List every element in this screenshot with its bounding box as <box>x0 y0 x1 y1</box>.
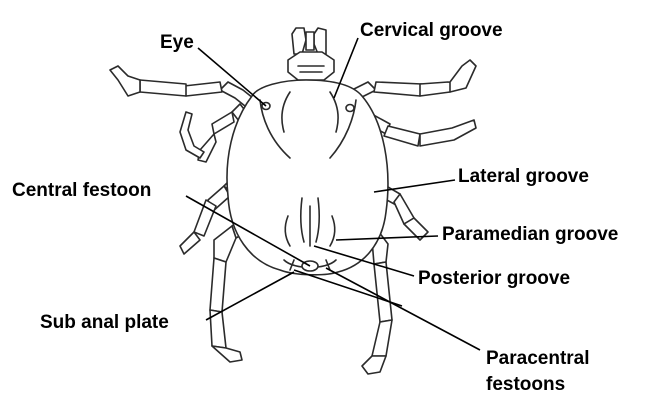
leg-1-left <box>109 65 259 111</box>
leader-posterior-groove <box>313 245 415 277</box>
label-paramedian-groove: Paramedian groove <box>442 224 618 245</box>
labels: Eye Cervical groove Central festoon Late… <box>12 20 618 395</box>
eye-right <box>345 103 355 113</box>
label-paracentral-line1: Paracentral <box>486 348 590 369</box>
leader-sub-anal-plate <box>205 271 295 321</box>
leader-paracentral-festoons-2 <box>293 269 403 307</box>
capitulum <box>287 27 335 81</box>
label-eye: Eye <box>160 32 194 53</box>
label-central-festoon: Central festoon <box>12 180 151 201</box>
label-cervical-groove: Cervical groove <box>360 20 503 41</box>
leader-paramedian-groove <box>335 235 439 241</box>
label-sub-anal-plate: Sub anal plate <box>40 312 169 333</box>
label-paracentral-line2: festoons <box>486 374 565 395</box>
leader-central-festoon <box>185 195 311 267</box>
leader-lateral-groove <box>373 179 456 193</box>
leader-cervical-groove <box>333 37 359 99</box>
tick-body <box>226 79 389 276</box>
label-posterior-groove: Posterior groove <box>418 268 570 289</box>
leader-lines <box>185 37 481 351</box>
leader-paracentral-festoons-1 <box>325 267 481 351</box>
label-lateral-groove: Lateral groove <box>458 166 589 187</box>
leader-eye <box>197 47 267 107</box>
